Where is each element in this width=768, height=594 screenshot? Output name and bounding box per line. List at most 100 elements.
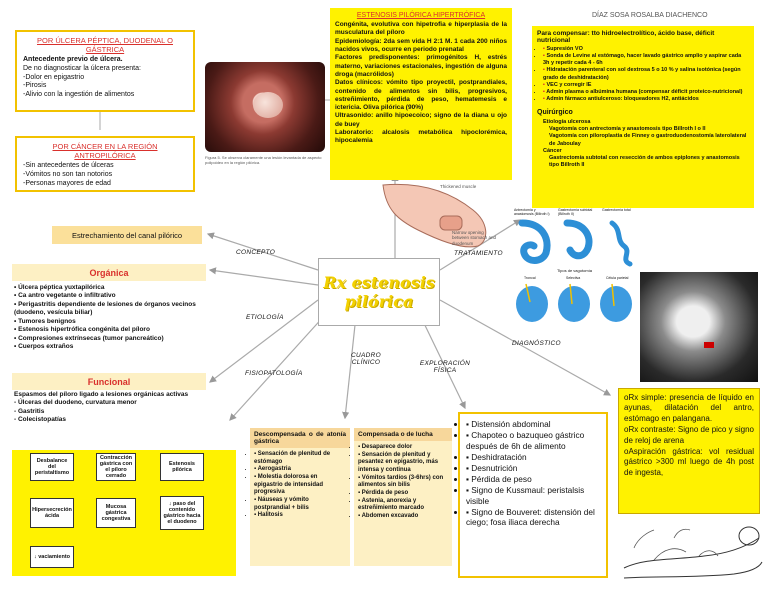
vagotomy-label: Selectiva xyxy=(566,276,581,280)
exam-item: Signo de Kussmaul: peristalsis visible xyxy=(466,485,600,507)
polyp-lesion xyxy=(253,92,283,118)
concept-text: Estrechamiento del canal pilórico xyxy=(71,230,183,240)
decomp-item: Halitosis xyxy=(254,512,346,520)
comp-item: Pérdida de peso xyxy=(358,490,448,498)
branch-label-diagnostico: DIAGNÓSTICO xyxy=(512,340,561,347)
center-title-line2: pilórica xyxy=(344,292,414,311)
vagotomy-label: Troncal xyxy=(524,276,536,280)
branch-label-fisiopatologia: FISIOPATOLOGÍA xyxy=(245,370,303,377)
exam-list: Distensión abdominal Chapoteo o bazuqueo… xyxy=(466,419,600,528)
center-title-line1: Rx estenosis xyxy=(323,273,435,292)
compensate-item: VEC y corregir IE xyxy=(543,82,749,89)
hypertrophic-stenosis-box: ESTENOSIS PILÓRICA HIPERTRÓFICA Congénit… xyxy=(330,8,512,180)
functional-item: - Úlceras del duodeno, curvatura menor xyxy=(14,399,137,407)
compensate-item: Hidratación parenteral con sol dextrosa … xyxy=(543,67,749,81)
functional-item: - Gastritis xyxy=(14,407,45,415)
exam-item: Pérdida de peso xyxy=(466,474,600,485)
peptic-ulcer-title: POR ÚLCERA PÉPTICA, DUODENAL O GÁSTRICA xyxy=(36,36,173,54)
flow-box-hypersecretion: Hipersecreción ácida xyxy=(30,498,74,528)
branch-label-etiologia: ETIOLOGÍA xyxy=(246,314,284,321)
decomp-list: Sensación de plenitud de estómago Aeroga… xyxy=(250,448,350,523)
vagotomy-label: Célula parietal xyxy=(606,276,629,280)
decompensated-box: Descompensada o de atonía gástrica Sensa… xyxy=(250,428,350,566)
peptic-line-3: -Pirosis xyxy=(23,82,47,90)
decomp-title: Descompensada o de atonía gástrica xyxy=(254,431,346,445)
surgical-item: Gastrectomía subtotal con resección de a… xyxy=(549,154,740,168)
branch-label-tratamiento: TRATAMIENTO xyxy=(454,250,503,257)
compensate-item: Supresión VO xyxy=(543,46,749,53)
comp-title: Compensada o de lucha xyxy=(358,431,433,438)
surgery-label: Gastrectomía total xyxy=(602,208,631,212)
branch-label-cuadro: CUADRO CLÍNICO xyxy=(351,352,381,366)
surgical-item: Vagotomía con antrectomía y anastomosis … xyxy=(549,126,706,133)
comp-item: Astenia, anorexia y estreñimiento marcad… xyxy=(358,498,448,513)
comp-title-box: Compensada o de lucha xyxy=(354,428,452,441)
author-name: DÍAZ SOSA ROSALBA DIACHENCO xyxy=(592,12,708,19)
decomp-item: Molestia dolorosa en epigastrio de inten… xyxy=(254,474,346,497)
comp-item: Desaparece dolor xyxy=(358,444,448,452)
comp-item: Abdomen excavado xyxy=(358,513,448,521)
organic-item: Úlcera péptica yuxtapilórica xyxy=(14,284,210,292)
functional-item: - Colecistopatías xyxy=(14,416,67,424)
treatment-box: Para compensar: tto hidroelectrolítico, … xyxy=(532,26,754,208)
billroth-diagrams xyxy=(518,219,633,267)
peptic-line-1: De no diagnosticar la úlcera presenta: xyxy=(23,64,141,72)
exam-item: Distensión abdominal xyxy=(466,419,600,430)
photo-caption: Figura 5. Se observa claramente una lesi… xyxy=(205,155,322,166)
cancer-box: POR CÁNCER EN LA REGIÓN ANTROPILÓRICA -S… xyxy=(15,136,195,192)
stomach-illustration xyxy=(382,183,487,248)
cancer-line-2: -Personas mayores de edad xyxy=(23,179,111,187)
exam-item: Desnutrición xyxy=(466,463,600,474)
diagnosis-item: oRx simple: presencia de líquido en ayun… xyxy=(624,393,754,423)
diagnosis-item: oRx contraste: Signo de pico y signo de … xyxy=(624,425,754,445)
flow-box-reduced-passage: ↓ paso del contenido gástrico hacia el d… xyxy=(160,496,204,530)
exam-item: Deshidratación xyxy=(466,452,600,463)
organic-item: Compresiones extrínsecas (tumor pancreát… xyxy=(14,335,210,343)
hypertrophic-title: ESTENOSIS PILÓRICA HIPERTRÓFICA xyxy=(356,12,486,19)
flow-box-contraction: Contracción gástrica con el píloro cerra… xyxy=(96,453,136,481)
organic-title-box: Orgánica xyxy=(12,264,206,281)
flow-box-peristalsis: Desbalance del peristaltismo xyxy=(30,453,74,481)
flow-box-emptying: ↓ vaciamiento xyxy=(30,546,74,568)
functional-title: Funcional xyxy=(87,376,131,387)
organic-item: Cuerpos extraños xyxy=(14,343,210,351)
peptic-line-4: -Alivio con la ingestión de alimentos xyxy=(23,91,135,98)
hypertrophic-text: Congénita, evolutiva con hipetrofia e hi… xyxy=(335,21,507,145)
surgery-label: Gastrectomía subtotal (Billroth II) xyxy=(558,208,593,216)
vagotomy-title: Tipos de vagotomía xyxy=(557,268,592,273)
peptic-line-0: Antecedente previo de úlcera. xyxy=(23,56,123,63)
patient-sketch xyxy=(623,526,763,579)
surgical-item: Vagotomía con piloroplastia de Finney o … xyxy=(549,133,747,147)
flow-box-mucosa: Mucosa gástrica congestiva xyxy=(96,498,136,528)
exam-item: Chapoteo o bazuqueo gástrico después de … xyxy=(466,430,600,452)
vagotomy-diagrams xyxy=(516,283,632,322)
decomp-item: Sensación de plenitud de estómago xyxy=(254,451,346,466)
comp-list: Desaparece dolor Sensación de plenitud y… xyxy=(354,441,452,524)
organic-item: Estenosis hipertrófica congénita del píl… xyxy=(14,326,210,334)
stomach-label-opening: Narrow opening between stomach and duode… xyxy=(452,230,497,246)
compensated-box: Compensada o de lucha Desaparece dolor S… xyxy=(354,428,452,566)
organic-list: Úlcera péptica yuxtapilórica Ca antro ve… xyxy=(14,284,210,352)
surgery-label: Antrectomía y anastomosis (Billroth I) xyxy=(514,208,550,216)
branch-label-exploracion: EXPLORACIÓN FÍSICA xyxy=(419,360,471,374)
diagnosis-box: oRx simple: presencia de líquido en ayun… xyxy=(618,388,760,514)
cancer-line-0: -Sin antecedentes de úlceras xyxy=(23,162,114,169)
comp-item: Sensación de plenitud y pesantez en epig… xyxy=(358,452,448,475)
cancer-line-1: -Vómitos no son tan notorios xyxy=(23,170,113,178)
exam-item: Signo de Bouveret: distensión del ciego;… xyxy=(466,507,600,529)
organic-item: Ca antro vegetante o infiltrativo xyxy=(14,292,210,300)
branch-label-concepto: CONCEPTO xyxy=(236,249,276,256)
compensate-item: Admin fármaco antiulceroso: bloqueadores… xyxy=(543,96,749,103)
decomp-item: Aerogastria xyxy=(254,466,346,474)
concept-box: Estrechamiento del canal pilórico xyxy=(52,226,202,244)
organic-item: Tumores benignos xyxy=(14,318,210,326)
diagnosis-item: oAspiración gástrica: vol residual gástr… xyxy=(624,446,754,477)
surgical-item: Cáncer xyxy=(543,147,562,154)
surgical-item: Etiología ulcerosa xyxy=(543,119,591,126)
functional-list: Espasmos del píloro ligado a lesiones or… xyxy=(14,391,210,425)
stomach-label-muscle: Thickened muscle xyxy=(440,184,477,189)
surgical-list: Etiología ulcerosa Vagotomía con antrect… xyxy=(537,119,749,169)
organic-title: Orgánica xyxy=(89,267,129,278)
functional-item: Espasmos del píloro ligado a lesiones or… xyxy=(14,391,189,398)
decomp-title-box: Descompensada o de atonía gástrica xyxy=(250,428,350,448)
